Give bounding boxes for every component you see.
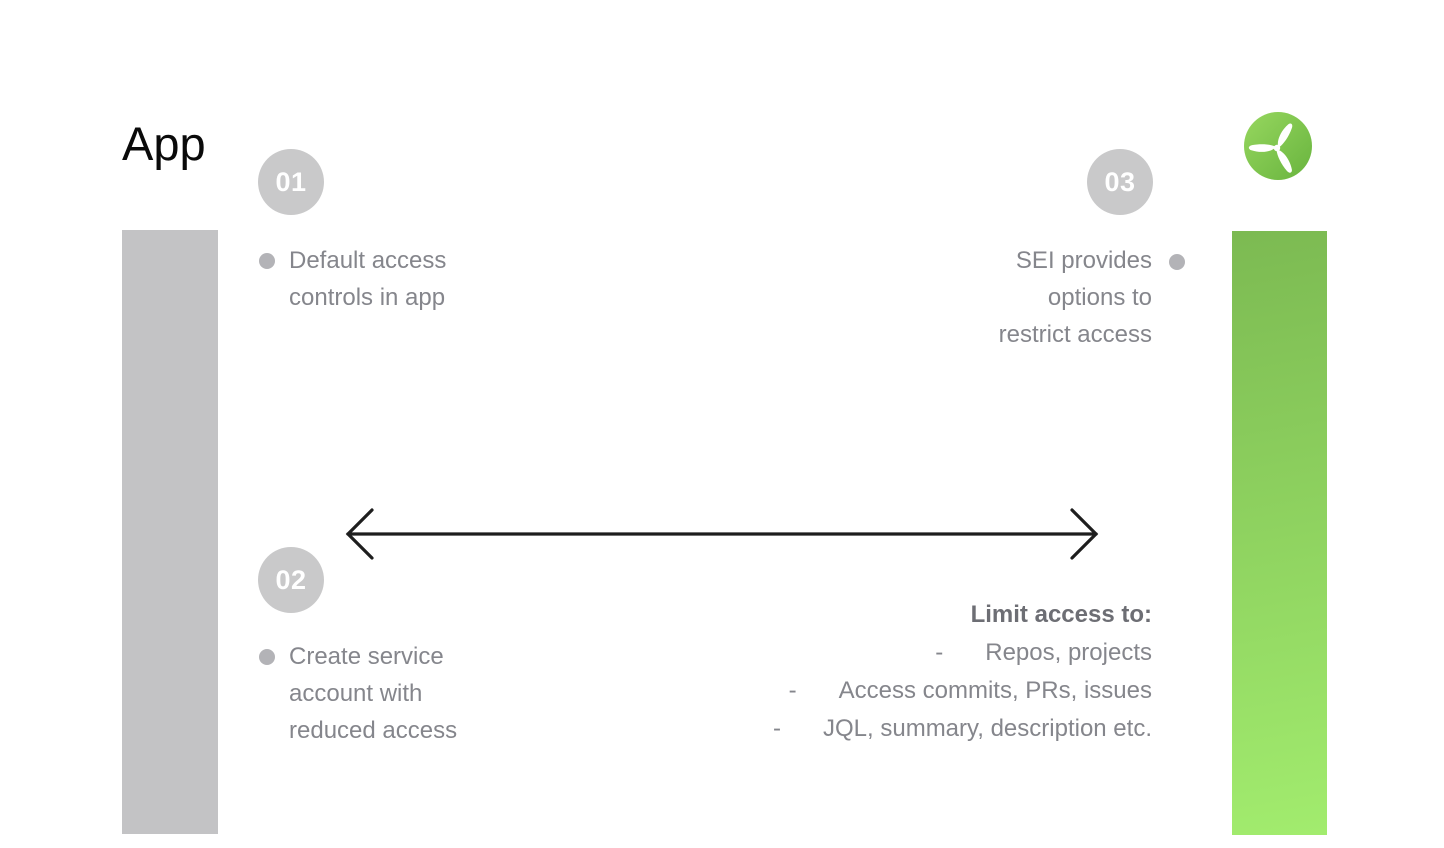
limit-access-heading: Limit access to:: [970, 601, 1152, 628]
limit-access-item: - JQL, summary, description etc.: [773, 710, 1152, 748]
step1-text: Default access controls in app: [289, 242, 446, 316]
limit-access-item-text: JQL, summary, description etc.: [823, 715, 1152, 742]
step-badge-02: 02: [258, 547, 324, 613]
step3-line: options to: [1047, 284, 1152, 311]
limit-access-item-text: Repos, projects: [985, 639, 1152, 666]
step2-text: Create service account with reduced acce…: [289, 638, 457, 749]
step3-text: SEI provides options to restrict access: [999, 242, 1152, 353]
page-title: App: [122, 117, 206, 170]
propeller-logo-icon: [1244, 112, 1312, 180]
step1-line: Default access: [289, 247, 447, 274]
limit-access-block: Limit access to: - Repos, projects - Acc…: [773, 596, 1152, 748]
step3-line: restrict access: [998, 321, 1152, 348]
step2-line: Create service: [289, 643, 444, 670]
step-badge-02-label: 02: [275, 564, 307, 595]
step-badge-03-label: 03: [1104, 166, 1136, 197]
limit-access-item-text: Access commits, PRs, issues: [838, 677, 1152, 704]
step-badge-01-label: 01: [275, 166, 307, 197]
step2-line: account with: [289, 680, 423, 707]
step-badge-03: 03: [1087, 149, 1153, 215]
limit-access-item: - Access commits, PRs, issues: [773, 672, 1152, 710]
dash-marker: -: [773, 715, 781, 742]
bullet-dot-step1: [259, 253, 275, 269]
step1-line: controls in app: [289, 284, 446, 311]
bullet-dot-step2: [259, 649, 275, 665]
bullet-dot-step3: [1169, 254, 1185, 270]
step2-line: reduced access: [289, 717, 458, 744]
sei-column-bar: [1232, 231, 1327, 835]
dash-marker: -: [935, 639, 944, 666]
step-badge-01: 01: [258, 149, 324, 215]
limit-access-item: - Repos, projects: [773, 634, 1152, 672]
app-column-bar: [122, 230, 218, 834]
step3-line: SEI provides: [1015, 247, 1152, 274]
bidirectional-arrow: [342, 506, 1102, 562]
dash-marker: -: [788, 677, 797, 704]
